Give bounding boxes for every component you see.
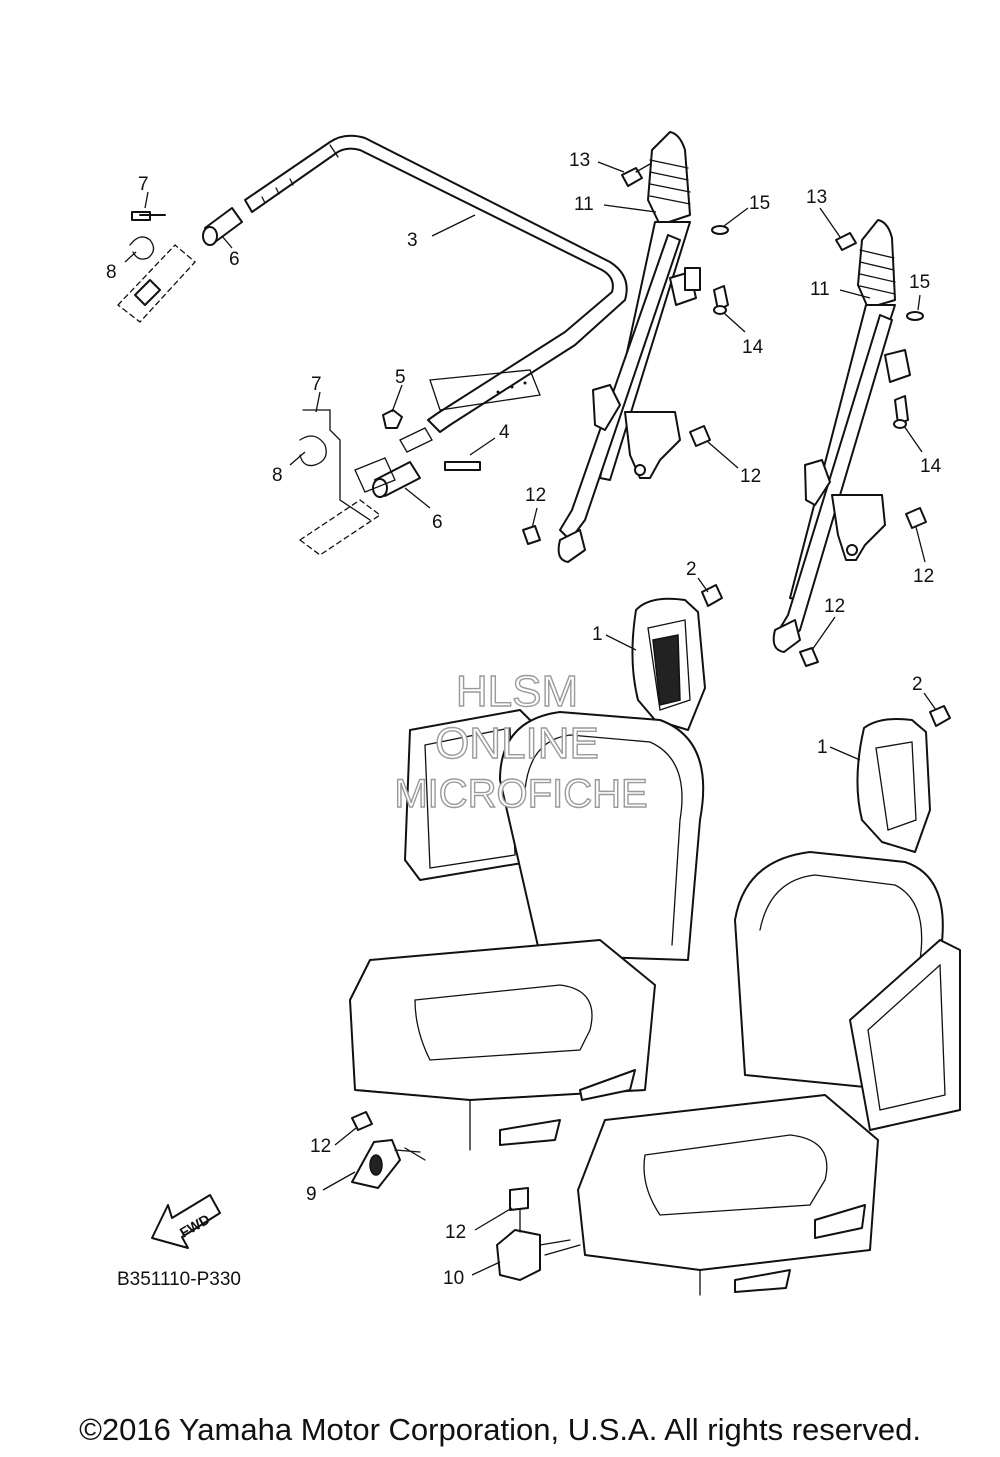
callout-8-b: 8	[272, 465, 283, 486]
callout-13-b: 13	[806, 187, 827, 208]
watermark: HLSM ONLINE MICROFICHE	[394, 666, 649, 816]
shoulder-guard-right	[856, 705, 951, 853]
callout-8: 8	[106, 262, 117, 283]
seat-belt-left	[557, 131, 701, 563]
copyright-notice: ©2016 Yamaha Motor Corporation, U.S.A. A…	[79, 1412, 921, 1447]
callout-14-b: 14	[920, 456, 942, 477]
callout-10: 10	[443, 1268, 464, 1289]
callout-6: 6	[229, 249, 240, 270]
leader-lines	[124, 161, 937, 1276]
callout-1-b: 1	[817, 737, 828, 758]
buckle-9	[351, 1111, 426, 1189]
belt-fasteners	[522, 163, 927, 667]
callout-2: 2	[686, 559, 697, 580]
callout-15-b: 15	[909, 272, 930, 293]
watermark-line-2: ONLINE	[435, 719, 599, 768]
callout-11: 11	[574, 194, 594, 215]
seat-belt-right	[772, 219, 911, 653]
watermark-line-1: HLSM	[456, 667, 578, 716]
pin-clip-upper	[117, 211, 196, 323]
callout-6-b: 6	[432, 512, 443, 533]
callout-12-f: 12	[445, 1222, 466, 1243]
seat-left	[349, 709, 705, 1151]
fwd-arrow-icon: FWD	[151, 1194, 221, 1249]
callout-11-b: 11	[810, 279, 830, 300]
callout-12-c: 12	[913, 566, 934, 587]
callouts: 7 8 6 3 7 8 5 4 6 13 11 15 14 12 12 13 1…	[106, 150, 942, 1289]
callout-9: 9	[306, 1184, 317, 1205]
pin-clip-middle	[298, 409, 481, 556]
collar-upper	[202, 207, 243, 246]
drawing-code: B351110-P330	[117, 1269, 241, 1290]
callout-15: 15	[749, 193, 770, 214]
callout-7: 7	[138, 174, 149, 195]
shoulder-guard-left	[631, 584, 723, 731]
callout-5: 5	[395, 367, 406, 388]
callout-13: 13	[569, 150, 590, 171]
callout-4: 4	[499, 422, 510, 443]
assist-bar	[244, 134, 628, 433]
buckle-10	[496, 1187, 581, 1281]
callout-1: 1	[592, 624, 603, 645]
callout-12-e: 12	[310, 1136, 331, 1157]
callout-7-b: 7	[311, 374, 322, 395]
callout-12-d: 12	[824, 596, 845, 617]
callout-12: 12	[740, 466, 761, 487]
callout-12-b: 12	[525, 485, 546, 506]
callout-3: 3	[407, 230, 418, 251]
watermark-line-3: MICROFICHE	[394, 772, 647, 816]
callout-2-b: 2	[912, 674, 923, 695]
callout-14: 14	[742, 337, 764, 358]
seat-right	[577, 851, 961, 1296]
